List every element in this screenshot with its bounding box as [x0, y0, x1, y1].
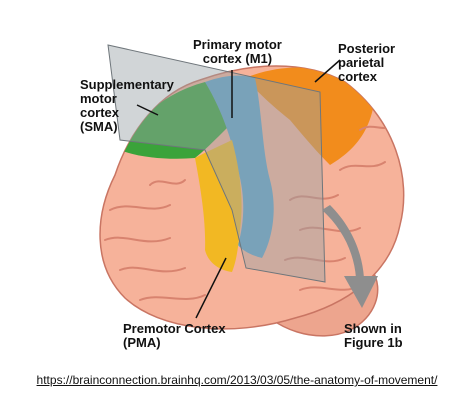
label-sma: Supplementary motor cortex (SMA) — [80, 78, 174, 134]
label-m1-line2: cortex (M1) — [202, 51, 273, 66]
leader-pma — [195, 257, 227, 319]
curved-arrow-head — [344, 276, 378, 308]
label-shown-line2: Figure 1b — [344, 335, 403, 350]
label-sma-line3: cortex — [80, 105, 120, 120]
cutting-plane — [107, 44, 326, 283]
label-m1-line1: Primary motor — [193, 37, 282, 52]
parietal-region — [245, 67, 375, 165]
m1-region — [205, 75, 274, 259]
label-ppc-line2: parietal — [338, 55, 385, 70]
label-pma-line2: (PMA) — [123, 335, 161, 350]
label-primary-motor-cortex: Primary motor cortex (M1) — [193, 38, 282, 66]
pma-region — [195, 140, 242, 272]
label-shown-line1: Shown in — [344, 321, 402, 336]
source-link[interactable]: https://brainconnection.brainhq.com/2013… — [36, 373, 438, 387]
label-sma-line2: motor — [80, 91, 117, 106]
label-posterior-parietal-cortex: Posterior parietal cortex — [338, 42, 395, 84]
label-shown-in-figure: Shown in Figure 1b — [344, 322, 403, 350]
label-ppc-line1: Posterior — [338, 41, 396, 56]
curved-arrow — [322, 205, 364, 278]
leader-sma — [136, 104, 159, 116]
label-pma-line1: Premotor Cortex — [123, 321, 226, 336]
label-sma-line4: (SMA) — [80, 119, 118, 134]
leader-parietal — [314, 59, 341, 83]
label-premotor-cortex: Premotor Cortex (PMA) — [123, 322, 226, 350]
label-sma-line1: Supplementary — [80, 77, 174, 92]
label-ppc-line3: cortex — [338, 69, 378, 84]
sma-region — [120, 82, 230, 159]
